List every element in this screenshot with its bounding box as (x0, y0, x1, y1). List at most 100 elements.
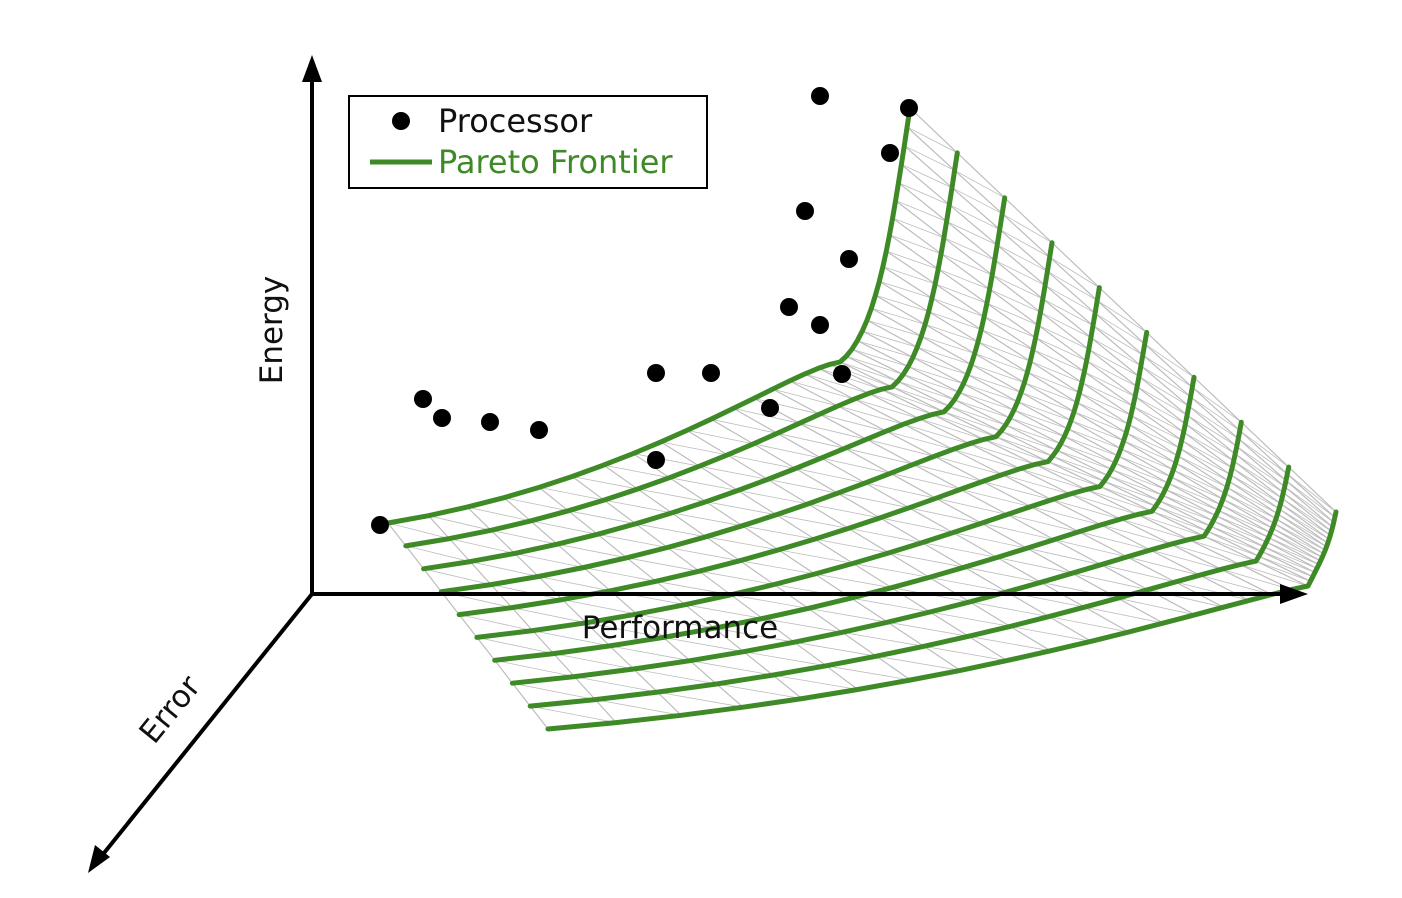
mesh-diagonal (865, 482, 936, 499)
mesh-diagonal (730, 594, 809, 609)
mesh-diagonal (1078, 531, 1151, 551)
mesh-diagonal (960, 489, 1031, 507)
mesh-diagonal (1107, 475, 1163, 496)
mesh-line (875, 294, 1323, 558)
pareto-frontier-curve (385, 105, 913, 526)
mesh-diagonal (1177, 455, 1229, 482)
mesh-diagonal (1032, 349, 1085, 373)
mesh-diagonal (777, 432, 845, 449)
mesh-line (829, 363, 1292, 591)
mesh-diagonal (1047, 270, 1098, 301)
mesh-diagonal (1064, 436, 1119, 457)
mesh-diagonal (929, 611, 1011, 627)
mesh-diagonal (1188, 539, 1257, 562)
mesh-diagonal (1030, 360, 1083, 383)
mesh-diagonal (946, 221, 998, 246)
mesh-diagonal (699, 465, 768, 480)
processor-point (647, 451, 665, 469)
mesh-diagonal (943, 237, 995, 261)
mesh-diagonal (903, 374, 960, 393)
mesh-diagonal (862, 330, 918, 348)
mesh-diagonal (853, 563, 930, 578)
mesh-diagonal (808, 608, 888, 623)
mesh-line (818, 367, 1272, 596)
mesh-diagonal (903, 423, 970, 445)
mesh-diagonal (1101, 564, 1176, 583)
mesh-line (892, 217, 1330, 540)
mesh-diagonal (1170, 543, 1241, 565)
mesh-diagonal (1120, 448, 1174, 471)
mesh-diagonal (1175, 462, 1228, 488)
mesh-diagonal (1126, 432, 1178, 457)
legend-frontier-label: Pareto Frontier (438, 143, 673, 181)
mesh-diagonal (969, 601, 1049, 617)
mesh-diagonal (999, 229, 1050, 258)
mesh-diagonal (1081, 382, 1134, 407)
mesh-line (862, 330, 1318, 569)
mesh-diagonal (1117, 597, 1195, 616)
mesh-diagonal (928, 311, 982, 330)
mesh-diagonal (586, 622, 664, 638)
mesh-diagonal (772, 674, 858, 690)
mesh-diagonal (949, 405, 1006, 426)
mesh-diagonal (699, 570, 775, 585)
mesh-diagonal (935, 497, 1008, 515)
mesh-diagonal (848, 528, 923, 543)
mesh-diagonal (637, 488, 706, 503)
mesh-diagonal (1054, 539, 1128, 558)
mesh-line (885, 250, 1327, 548)
mesh-diagonal (657, 691, 744, 708)
mesh-diagonal (1117, 455, 1171, 478)
energy-axis-arrowhead (302, 55, 322, 82)
mesh-diagonal (1275, 518, 1327, 548)
mesh-diagonal (739, 560, 815, 575)
mesh-line (733, 407, 1129, 633)
mesh-diagonal (603, 499, 672, 514)
mesh-diagonal (1002, 474, 1071, 495)
mesh-diagonal (969, 443, 1036, 465)
mesh-diagonal (967, 374, 1022, 393)
mesh-diagonal (1239, 564, 1309, 587)
mesh-diagonal (958, 391, 1015, 411)
pareto-frontier-curve (474, 329, 1150, 640)
mesh-diagonal (918, 418, 984, 440)
mesh-line (901, 163, 1333, 528)
mesh-diagonal (891, 386, 950, 407)
mesh-diagonal (539, 487, 605, 501)
mesh-diagonal (595, 699, 682, 716)
mesh-diagonal (405, 545, 471, 562)
mesh-diagonal (951, 187, 1003, 215)
mesh-diagonal (917, 346, 972, 365)
mesh-diagonal (705, 501, 777, 516)
mesh-diagonal (982, 481, 1052, 501)
mesh-diagonal (714, 627, 795, 643)
mesh-diagonal (981, 522, 1055, 540)
mesh-diagonal (742, 525, 815, 540)
mesh-diagonal (774, 584, 852, 599)
mesh-diagonal (1136, 386, 1188, 416)
mesh-diagonal (881, 388, 945, 413)
mesh-diagonal (1268, 537, 1321, 562)
mesh-diagonal (876, 655, 961, 671)
mesh-diagonal (1231, 467, 1283, 499)
mesh-diagonal (1283, 492, 1333, 528)
mesh-diagonal (1088, 349, 1140, 377)
mesh-diagonal (818, 367, 882, 390)
processor-point (761, 399, 779, 417)
mesh-diagonal (1017, 401, 1072, 421)
mesh-diagonal (667, 547, 741, 562)
mesh-diagonal (949, 204, 1000, 230)
mesh-line (906, 126, 1336, 518)
pareto-frontier-curve (403, 150, 960, 549)
mesh-diagonal (1111, 469, 1166, 490)
mesh-diagonal (1056, 449, 1112, 470)
error-axis (98, 592, 314, 860)
mesh-diagonal (814, 573, 892, 589)
mesh-diagonal (934, 455, 1003, 475)
mesh-diagonal (837, 405, 904, 425)
mesh-diagonal (663, 637, 744, 653)
mesh-diagonal (981, 329, 1034, 350)
mesh-diagonal (943, 411, 1002, 432)
mesh-diagonal (1188, 405, 1239, 440)
